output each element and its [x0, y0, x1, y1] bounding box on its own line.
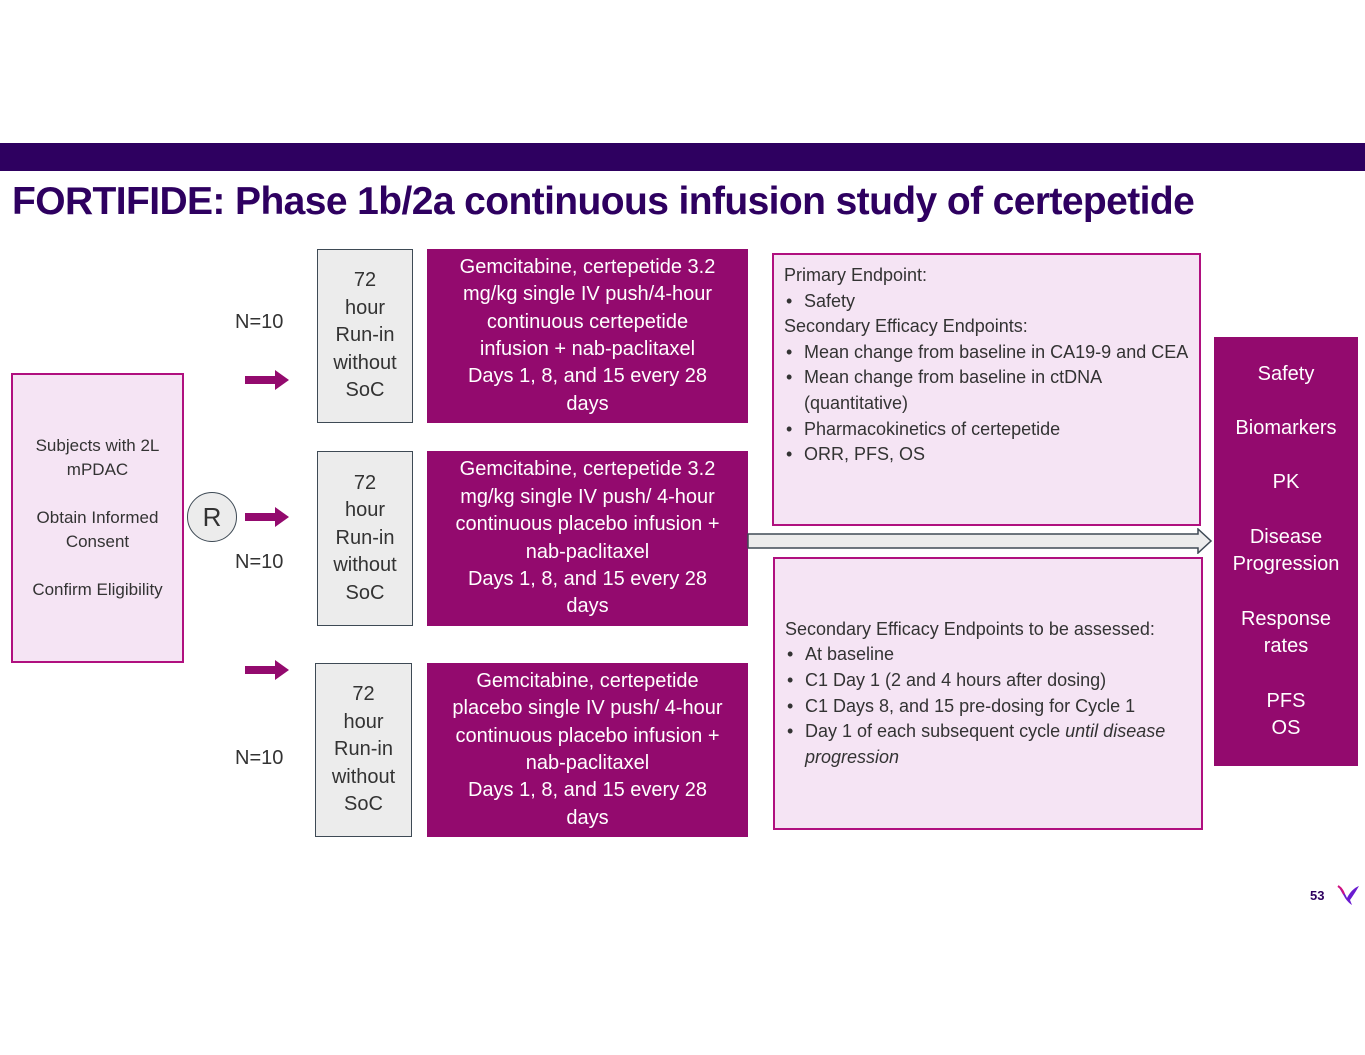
outcome-text: PK: [1272, 471, 1300, 494]
treatment-text: days: [566, 392, 609, 415]
list-item: At baseline: [785, 642, 1191, 668]
consent-text: Obtain Informed: [36, 508, 159, 527]
consent-text: Consent: [65, 532, 130, 551]
list-item: C1 Day 1 (2 and 4 hours after dosing): [785, 668, 1191, 694]
outcome-text: Progression: [1232, 553, 1340, 576]
outcome-arrow-icon: [747, 528, 1213, 554]
list-item-text: Day 1 of each subsequent cycle: [805, 721, 1066, 742]
treatment-text: Gemcitabine, certepetide 3.2: [459, 458, 716, 481]
list-item: Mean change from baseline in CA19-9 and …: [784, 340, 1189, 366]
outcome-text: PFS: [1266, 689, 1306, 712]
runin-text: hour: [344, 499, 386, 522]
header-bar: [0, 143, 1365, 171]
runin-text: 72: [353, 471, 377, 494]
outcome-text: Disease: [1249, 525, 1323, 548]
outcome-text: Biomarkers: [1235, 417, 1337, 440]
treatment-box-arm-1: Gemcitabine, certepetide 3.2 mg/kg single…: [427, 249, 748, 423]
treatment-text: infusion + nab-paclitaxel: [479, 338, 696, 360]
secondary-endpoint-heading: Secondary Efficacy Endpoints:: [784, 316, 1028, 337]
runin-text: SoC: [345, 581, 385, 604]
treatment-box-arm-2: Gemcitabine, certepetide 3.2 mg/kg single…: [427, 451, 748, 626]
treatment-text: continuous placebo infusion +: [455, 513, 720, 536]
runin-text: without: [333, 351, 397, 374]
arrow-right-icon: [245, 507, 289, 527]
treatment-text: mg/kg single IV push/ 4-hour: [460, 485, 715, 508]
list-item: C1 Days 8, and 15 pre-dosing for Cycle 1: [785, 694, 1191, 720]
runin-text: SoC: [345, 379, 385, 402]
runin-text: hour: [343, 710, 384, 733]
arrow-right-icon: [245, 660, 289, 680]
company-logo-icon: [1337, 885, 1359, 905]
list-item: Pharmacokinetics of certepetide: [784, 417, 1189, 443]
treatment-text: Days 1, 8, and 15 every 28: [467, 567, 708, 590]
treatment-text: Days 1, 8, and 15 every 28: [467, 779, 708, 802]
list-item: ORR, PFS, OS: [784, 442, 1189, 468]
treatment-text: placebo single IV push/ 4-hour: [452, 697, 723, 720]
treatment-text: days: [566, 595, 609, 618]
treatment-text: Gemcitabine, certepetide: [476, 669, 699, 692]
treatment-text: nab-paclitaxel: [525, 752, 650, 774]
page-title: FORTIFIDE: Phase 1b/2a continuous infusi…: [12, 180, 1195, 223]
list-item: Safety: [784, 289, 1189, 315]
treatment-text: mg/kg single IV push/4-hour: [462, 283, 713, 306]
list-item-italic: until disease progression: [805, 721, 1166, 767]
arm-n-label: N=10: [235, 551, 284, 573]
runin-text: 72: [353, 269, 377, 292]
endpoints-box: Primary Endpoint: Safety Secondary Effic…: [772, 253, 1201, 526]
arm-n-label: N=10: [235, 311, 284, 333]
arm-n-label: N=10: [235, 747, 284, 769]
list-item: Mean change from baseline in ctDNA (quan…: [784, 365, 1189, 416]
outcome-text: OS: [1271, 716, 1301, 739]
runin-text: without: [331, 765, 396, 788]
assessment-heading: Secondary Efficacy Endpoints to be asses…: [785, 618, 1155, 639]
treatment-text: nab-paclitaxel: [525, 540, 650, 563]
assessment-box: Secondary Efficacy Endpoints to be asses…: [773, 557, 1203, 830]
runin-text: Run-in: [334, 738, 393, 761]
treatment-text: Days 1, 8, and 15 every 28: [467, 365, 708, 388]
treatment-box-arm-3: Gemcitabine, certepetide placebo single I…: [427, 663, 748, 837]
arrow-right-icon: [245, 370, 289, 390]
outcome-text: rates: [1263, 635, 1309, 658]
outcome-text: Response: [1240, 607, 1332, 630]
treatment-text: continuous placebo infusion +: [455, 724, 720, 747]
page-number: 53: [1310, 888, 1325, 903]
subjects-text: Subjects with 2L: [35, 436, 160, 455]
runin-text: Run-in: [335, 324, 395, 347]
outcomes-box: Safety Biomarkers PK Disease Progression…: [1214, 337, 1358, 766]
eligibility-text: Confirm Eligibility: [32, 580, 163, 599]
outcome-text: Safety: [1257, 362, 1315, 385]
runin-text: SoC: [344, 793, 383, 816]
list-item: Day 1 of each subsequent cycle until dis…: [785, 719, 1191, 770]
primary-endpoint-heading: Primary Endpoint:: [784, 265, 928, 285]
runin-text: hour: [344, 296, 386, 319]
treatment-text: continuous certepetide: [486, 310, 689, 333]
runin-text: without: [333, 554, 397, 577]
subjects-box: Subjects with 2L mPDAC Obtain Informed C…: [11, 373, 184, 663]
runin-text: 72: [352, 683, 375, 706]
treatment-text: Gemcitabine, certepetide 3.2: [459, 255, 716, 278]
treatment-text: days: [566, 806, 609, 829]
subjects-text: mPDAC: [66, 460, 129, 479]
runin-text: Run-in: [335, 526, 395, 549]
randomization-circle: R: [187, 492, 237, 542]
